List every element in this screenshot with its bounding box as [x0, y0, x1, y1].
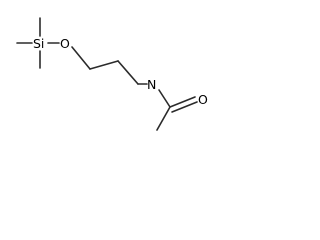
- atom-label-nitrogen: N: [147, 77, 156, 92]
- atom-label-oxygen-ether: O: [60, 36, 70, 51]
- bond-carbonyl-double-b: [171, 101, 198, 113]
- atom-label-silicon: Si: [33, 36, 44, 51]
- bond-oxygen-c1: [71, 46, 91, 70]
- structure-diagram: Si O N O: [0, 0, 236, 153]
- bond-c2-c3: [117, 60, 139, 85]
- bond-carbonyl-methyl: [156, 106, 171, 131]
- molecule-drawing: Si O N O: [16, 17, 208, 131]
- atom-label-oxygen-carbonyl: O: [198, 92, 208, 107]
- bond-carbonyl-double-a: [169, 96, 196, 108]
- bond-nitrogen-carbonyl: [158, 89, 171, 108]
- bond-c1-c2: [89, 60, 119, 70]
